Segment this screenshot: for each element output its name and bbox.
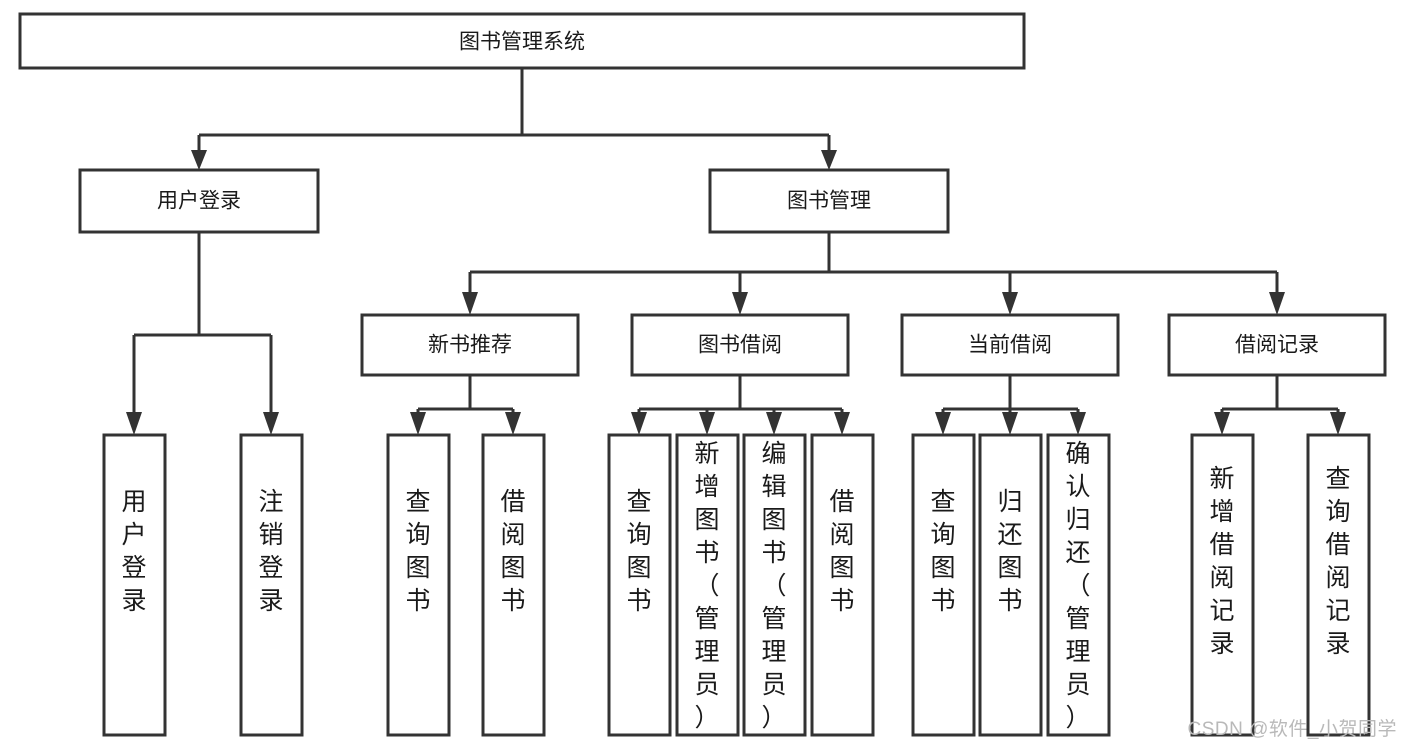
- node-leaf-confirm-return-box[interactable]: [1046, 433, 1111, 737]
- node-user-login-box[interactable]: [78, 168, 320, 234]
- node-new-book-recommend-box[interactable]: [360, 313, 580, 377]
- node-leaf-add-record-label: 新增借阅记录: [1209, 465, 1234, 658]
- arrow-head-leaf-query-record: [1330, 412, 1346, 435]
- node-leaf-borrow-book-1-label: 借阅图书: [500, 488, 525, 615]
- node-borrow-record-box[interactable]: [1167, 313, 1387, 377]
- node-leaf-logout-label: 注销登录: [258, 488, 283, 615]
- node-leaf-borrow-book-2[interactable]: 借阅图书: [810, 433, 875, 737]
- node-leaf-query-book-2-label: 查询图书: [626, 488, 651, 615]
- node-leaf-confirm-return-label: 确认归还（管理员）: [1065, 440, 1090, 732]
- csdn-watermark: CSDN @软件_小贺同学: [1187, 719, 1397, 740]
- node-leaf-user-login-label: 用户登录: [121, 488, 146, 615]
- node-current-borrow-box[interactable]: [900, 313, 1120, 377]
- arrow-head-leaf-add-book: [699, 412, 715, 435]
- arrow-head-leaf-confirm-return: [1070, 412, 1086, 435]
- node-new-book-recommend[interactable]: 新书推荐: [360, 313, 580, 377]
- node-leaf-edit-book[interactable]: 编辑图书（管理员）: [742, 433, 807, 737]
- arrow-head-leaf-return-book: [1002, 412, 1018, 435]
- arrow-head-leaf-query-book-2: [631, 412, 647, 435]
- node-leaf-query-record-box[interactable]: [1306, 433, 1371, 737]
- arrow-head-borrow-record: [1269, 292, 1285, 315]
- node-leaf-confirm-return[interactable]: 确认归还（管理员）: [1046, 433, 1111, 737]
- node-leaf-query-book-1-label: 查询图书: [405, 488, 430, 615]
- node-borrow-record-label: 借阅记录: [1235, 334, 1319, 357]
- node-leaf-add-record-box[interactable]: [1190, 433, 1255, 737]
- node-borrow-record[interactable]: 借阅记录: [1167, 313, 1387, 377]
- arrow-head-user-login: [191, 150, 207, 170]
- arrow-head-leaf-add-record: [1214, 412, 1230, 435]
- arrow-head-leaf-logout: [263, 412, 279, 435]
- connector-layer: [126, 68, 1346, 435]
- node-new-book-recommend-label: 新书推荐: [428, 334, 512, 357]
- node-leaf-edit-book-label: 编辑图书（管理员）: [761, 440, 786, 732]
- node-leaf-user-login[interactable]: 用户登录: [102, 433, 167, 737]
- node-leaf-query-book-3[interactable]: 查询图书: [911, 433, 976, 737]
- arrow-head-leaf-query-book-1: [410, 412, 426, 435]
- node-book-manage[interactable]: 图书管理: [708, 168, 950, 234]
- arrow-head-leaf-borrow-book-2: [834, 412, 850, 435]
- node-leaf-edit-book-box[interactable]: [742, 433, 807, 737]
- node-leaf-logout-box[interactable]: [239, 433, 304, 737]
- node-leaf-logout[interactable]: 注销登录: [239, 433, 304, 737]
- node-leaf-borrow-book-1[interactable]: 借阅图书: [481, 433, 546, 737]
- node-root[interactable]: 图书管理系统: [18, 12, 1026, 70]
- node-leaf-query-book-2-box[interactable]: [607, 433, 672, 737]
- node-leaf-query-book-1[interactable]: 查询图书: [386, 433, 451, 737]
- arrow-head-current-borrow: [1002, 292, 1018, 315]
- node-leaf-return-book-label: 归还图书: [997, 488, 1022, 615]
- node-leaf-borrow-book-1-box[interactable]: [481, 433, 546, 737]
- node-leaf-query-book-3-label: 查询图书: [930, 488, 955, 615]
- node-leaf-add-book[interactable]: 新增图书（管理员）: [675, 433, 740, 737]
- node-leaf-borrow-book-2-box[interactable]: [810, 433, 875, 737]
- arrow-head-leaf-edit-book: [766, 412, 782, 435]
- node-book-manage-box[interactable]: [708, 168, 950, 234]
- node-leaf-query-book-1-box[interactable]: [386, 433, 451, 737]
- node-leaf-user-login-box[interactable]: [102, 433, 167, 737]
- node-leaf-return-book[interactable]: 归还图书: [978, 433, 1043, 737]
- node-leaf-query-book-2[interactable]: 查询图书: [607, 433, 672, 737]
- node-leaf-add-record[interactable]: 新增借阅记录: [1190, 433, 1255, 737]
- arrow-head-leaf-borrow-book-1: [505, 412, 521, 435]
- node-leaf-add-book-box[interactable]: [675, 433, 740, 737]
- node-leaf-query-record-label: 查询借阅记录: [1325, 465, 1350, 658]
- arrow-head-leaf-query-book-3: [935, 412, 951, 435]
- node-book-manage-label: 图书管理: [787, 190, 871, 213]
- node-leaf-query-book-3-box[interactable]: [911, 433, 976, 737]
- node-book-borrow-box[interactable]: [630, 313, 850, 377]
- node-root-box[interactable]: [18, 12, 1026, 70]
- node-leaf-return-book-box[interactable]: [978, 433, 1043, 737]
- node-book-borrow[interactable]: 图书借阅: [630, 313, 850, 377]
- node-user-login[interactable]: 用户登录: [78, 168, 320, 234]
- arrow-head-new-book-recommend: [462, 292, 478, 315]
- node-leaf-borrow-book-2-label: 借阅图书: [829, 488, 854, 615]
- arrow-head-book-manage: [821, 150, 837, 170]
- node-leaf-query-record[interactable]: 查询借阅记录: [1306, 433, 1371, 737]
- node-user-login-label: 用户登录: [157, 190, 241, 213]
- arrow-head-leaf-user-login: [126, 412, 142, 435]
- node-root-label: 图书管理系统: [459, 31, 585, 54]
- node-current-borrow-label: 当前借阅: [968, 334, 1052, 357]
- arrow-head-book-borrow: [732, 292, 748, 315]
- node-current-borrow[interactable]: 当前借阅: [900, 313, 1120, 377]
- node-book-borrow-label: 图书借阅: [698, 334, 782, 357]
- node-leaf-add-book-label: 新增图书（管理员）: [694, 440, 719, 732]
